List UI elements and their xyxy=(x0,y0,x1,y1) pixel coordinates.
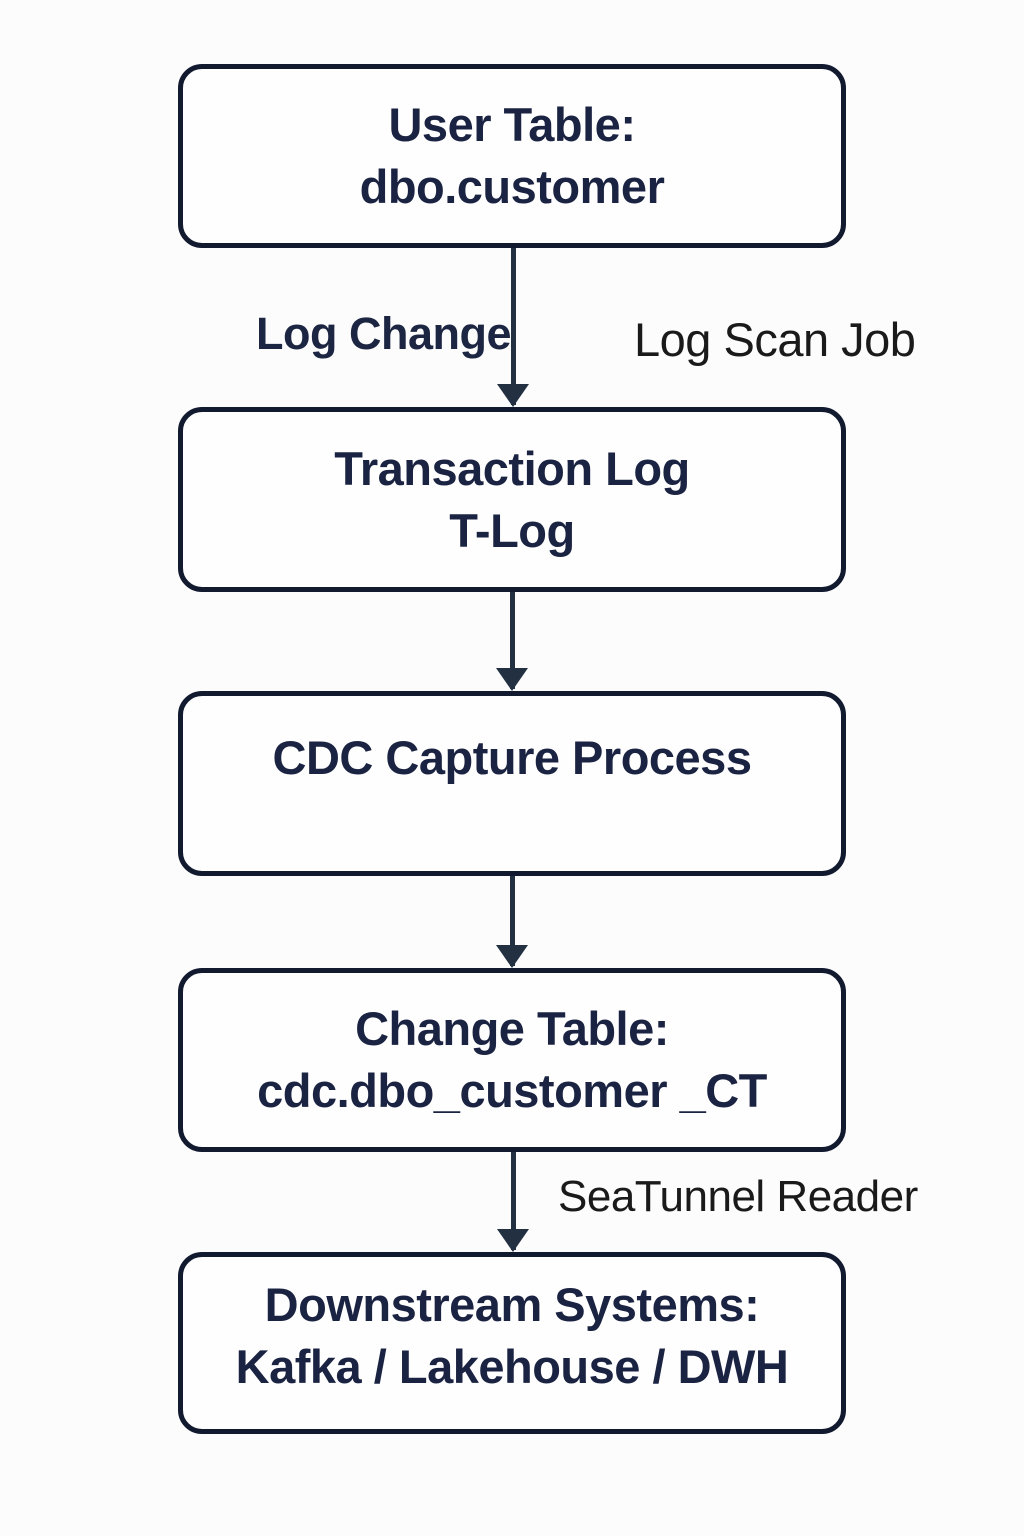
node-change-table-line1: Change Table: xyxy=(355,1002,669,1055)
node-change-table: Change Table: cdc.dbo_customer _CT xyxy=(178,968,846,1152)
arrow-transaction-log-to-cdc-capture xyxy=(494,592,530,691)
edge-label-seatunnel-reader: SeaTunnel Reader xyxy=(558,1172,918,1221)
node-change-table-line2: cdc.dbo_customer _CT xyxy=(257,1064,767,1117)
node-user-table: User Table: dbo.customer xyxy=(178,64,846,248)
arrow-line xyxy=(510,1152,516,1250)
edge-label-log-scan-job: Log Scan Job xyxy=(634,313,916,366)
node-cdc-capture-process-line1: CDC Capture Process xyxy=(272,730,752,784)
node-user-table-line1: User Table: xyxy=(388,98,636,151)
node-downstream-systems-line1: Downstream Systems: xyxy=(264,1278,760,1331)
node-downstream-systems-label: Downstream Systems: Kafka / Lakehouse / … xyxy=(236,1274,789,1398)
node-transaction-log-line1: Transaction Log xyxy=(334,441,690,495)
arrow-head-icon xyxy=(496,945,528,968)
arrow-head-icon xyxy=(497,1229,529,1252)
node-downstream-systems: Downstream Systems: Kafka / Lakehouse / … xyxy=(178,1252,846,1434)
arrow-user-table-to-transaction-log xyxy=(495,248,531,407)
arrow-line xyxy=(509,592,515,689)
node-transaction-log-label: Transaction Log T-Log xyxy=(334,438,690,562)
arrow-cdc-capture-to-change-table xyxy=(494,876,530,968)
node-change-table-label: Change Table: cdc.dbo_customer _CT xyxy=(257,998,767,1122)
node-cdc-capture-process-label: CDC Capture Process xyxy=(273,727,752,789)
node-downstream-systems-line2: Kafka / Lakehouse / DWH xyxy=(235,1340,789,1393)
arrow-head-icon xyxy=(497,384,529,407)
arrow-line xyxy=(510,248,516,405)
node-cdc-capture-process: CDC Capture Process xyxy=(178,691,846,876)
node-user-table-line2: dbo.customer xyxy=(359,160,665,213)
edge-label-log-change: Log Change xyxy=(256,308,511,359)
node-user-table-label: User Table: dbo.customer xyxy=(360,94,665,218)
arrow-change-table-to-downstream xyxy=(495,1152,531,1252)
arrow-head-icon xyxy=(496,668,528,691)
node-transaction-log-line2: T-Log xyxy=(449,503,575,557)
arrow-line xyxy=(509,876,515,966)
node-transaction-log: Transaction Log T-Log xyxy=(178,407,846,592)
